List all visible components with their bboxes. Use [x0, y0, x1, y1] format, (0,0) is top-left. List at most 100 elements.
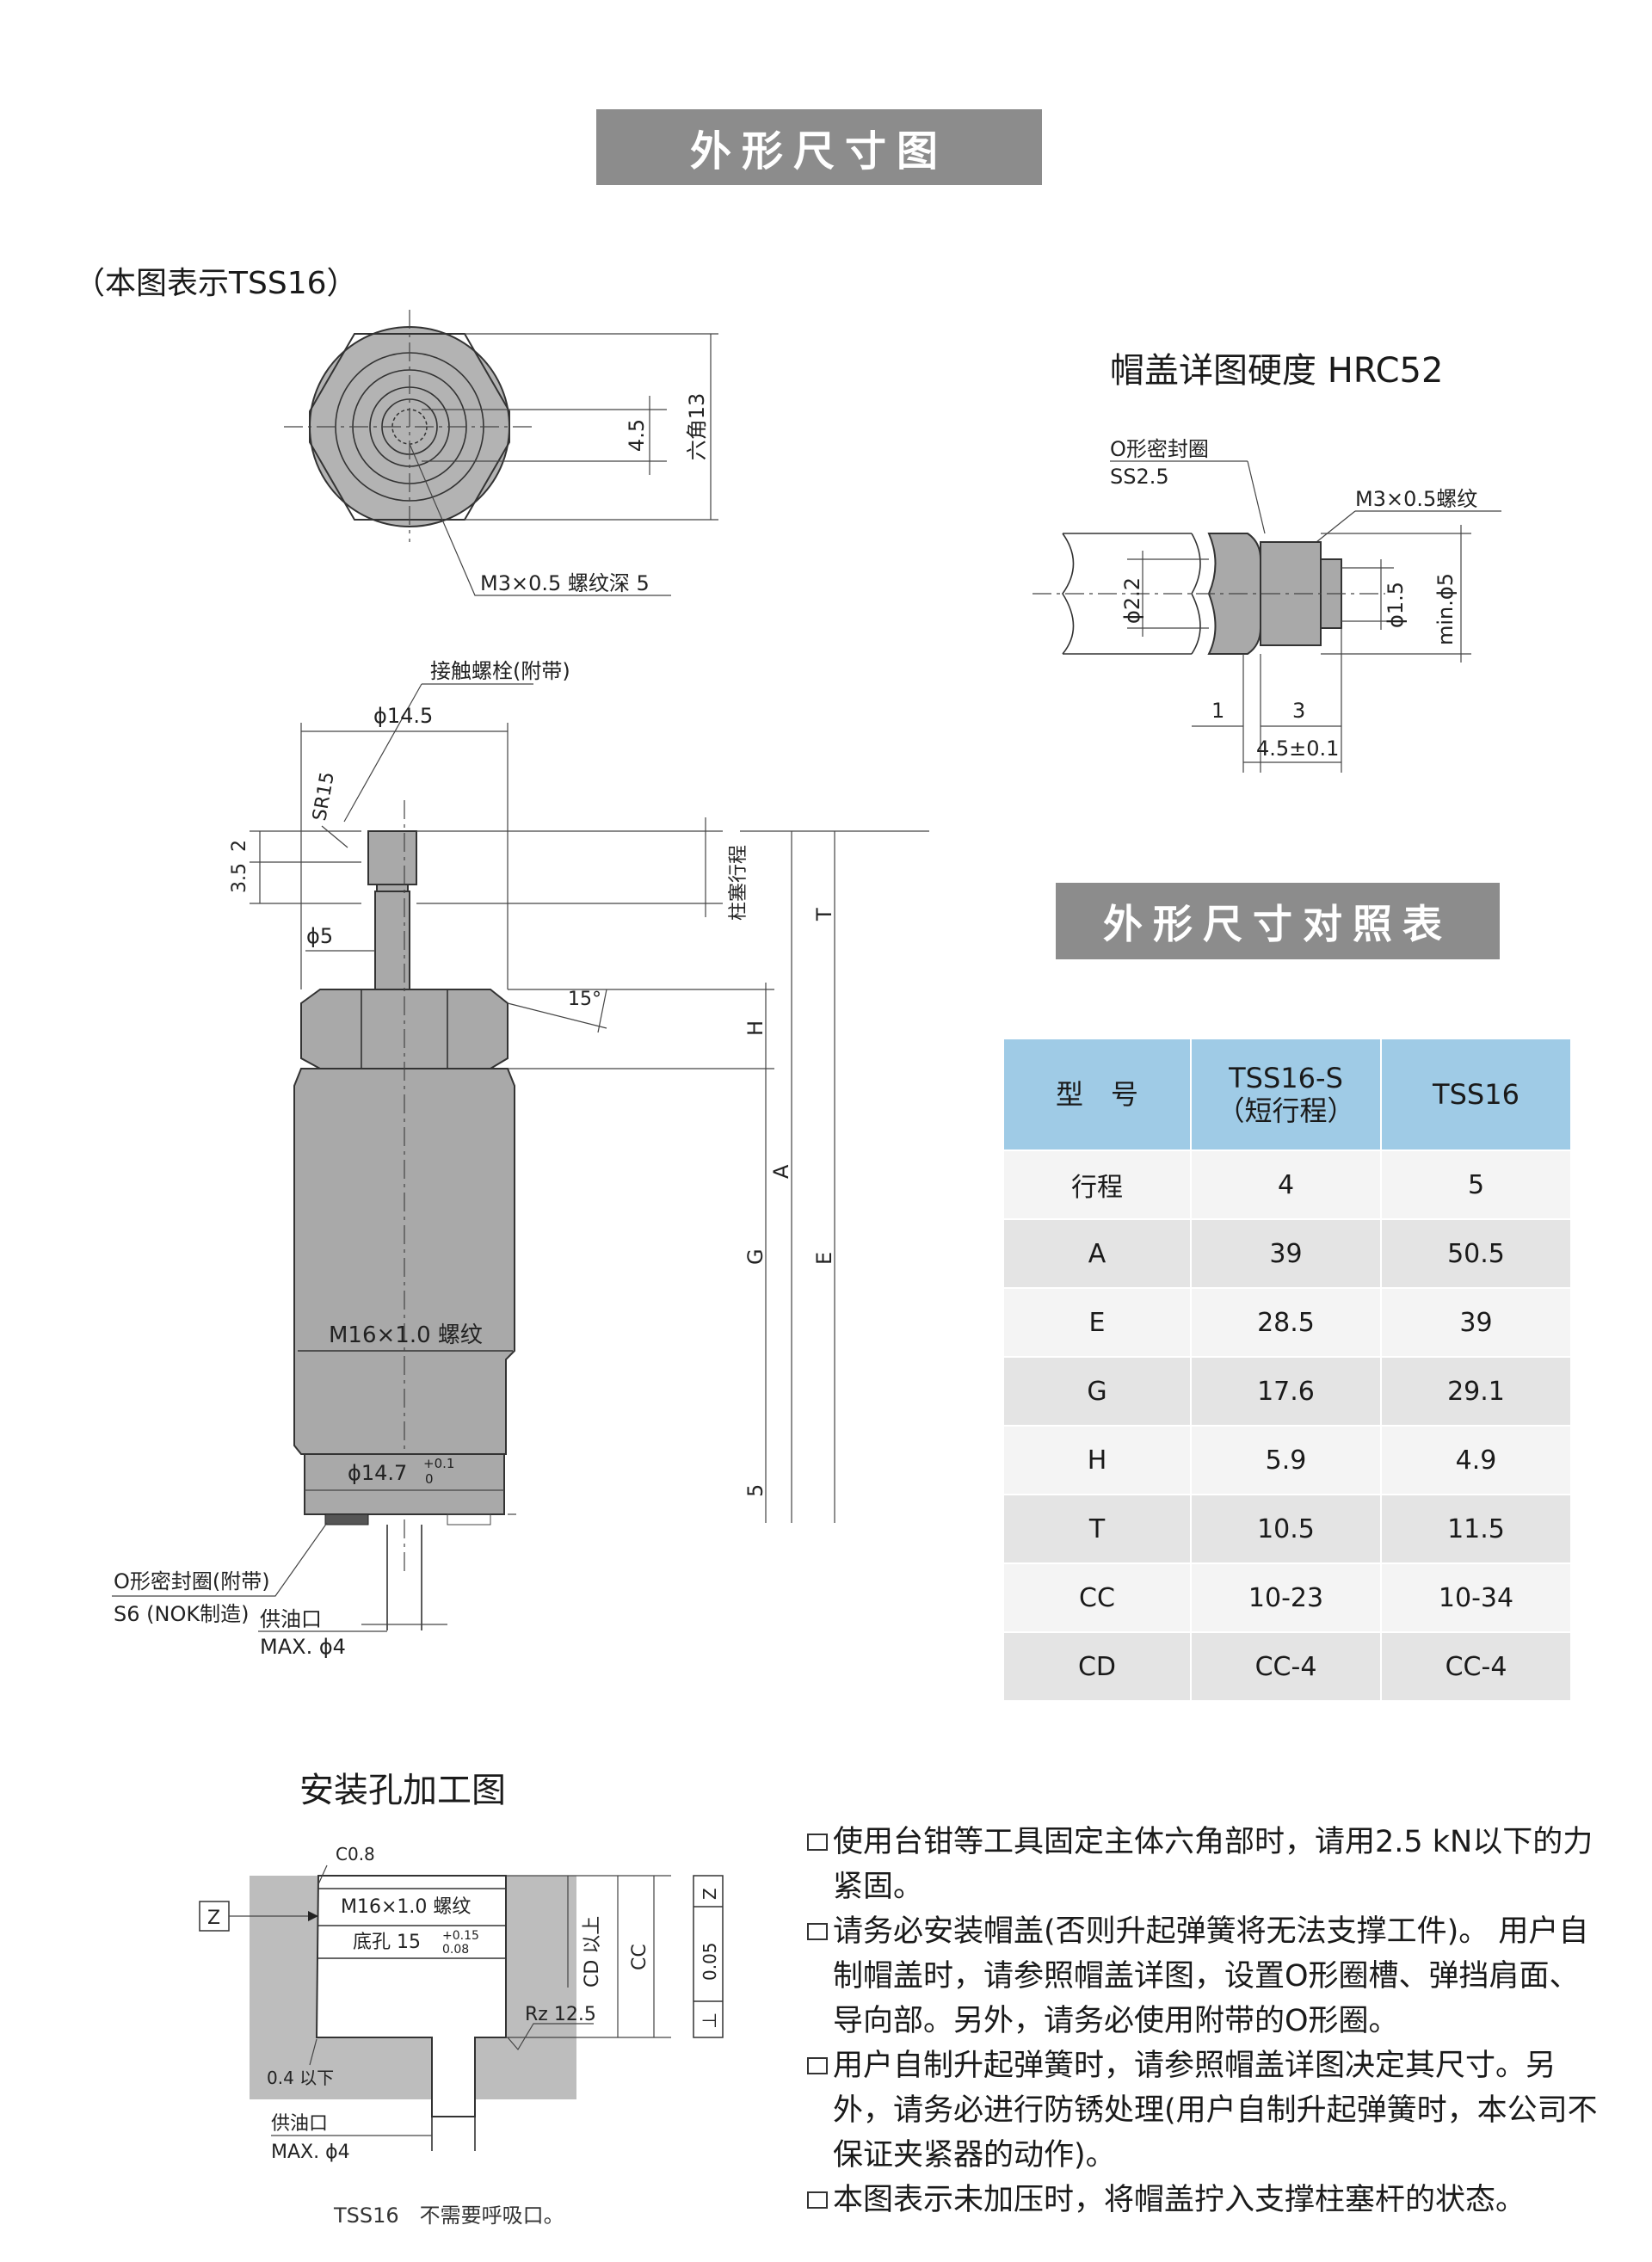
cell: 39	[1380, 1287, 1572, 1358]
note-text: 使用台钳等工具固定主体六角部时，请用2.5 kN以下的力紧固。	[833, 1825, 1593, 1904]
dim-t-label: T	[812, 908, 836, 921]
main-thread-label: M16×1.0 螺纹	[329, 1322, 483, 1348]
checkbox-square-icon	[807, 2191, 828, 2209]
install-hole-drawing: C0.8 Z M16×1.0 螺纹 底孔 15 +0.15 0.08 CD 以上…	[199, 1844, 724, 2163]
cell: 5	[1380, 1149, 1572, 1220]
install-hole-title: 安装孔加工图	[299, 1771, 506, 1810]
install-z2: Z	[700, 1888, 720, 1900]
cell: CC	[1002, 1562, 1192, 1633]
note-text: 本图表示未加压时，将帽盖拧入支撑柱塞杆的状态。	[833, 2183, 1526, 2217]
install-supply-1: 供油口	[271, 2113, 328, 2135]
cell: 39	[1190, 1218, 1382, 1289]
datum-z-box	[199, 1901, 230, 1932]
bottom-collar	[304, 1453, 505, 1515]
header-tss16s-name: TSS16-S	[1229, 1061, 1343, 1094]
cap-detail-drawing: O形密封圈 SS2.5 M3×0.5螺纹 ϕ2.2 ϕ1.5 min.ϕ5 1 …	[1032, 437, 1501, 773]
cell: 10.5	[1190, 1494, 1382, 1564]
cell: H	[1002, 1425, 1192, 1495]
checkbox-square-icon	[807, 2057, 828, 2074]
dim-h-label: H	[743, 1020, 767, 1036]
top-view-hexagon	[309, 333, 510, 521]
install-cc: CC	[629, 1944, 650, 1970]
cap-dim-3: 3	[1292, 699, 1305, 723]
dim-e-label: E	[812, 1252, 836, 1265]
install-bh-lower: 0.08	[442, 1943, 469, 1957]
top-view-dim-4-5: 4.5	[625, 419, 649, 452]
cap-phi-1-5: ϕ1.5	[1384, 582, 1408, 628]
cap-oring-label-2: SS2.5	[1110, 465, 1169, 489]
table-header-row: 型 号 TSS16-S（短行程） TSS16	[1002, 1038, 1572, 1151]
note-item: 用户自制升起弹簧时，请参照帽盖详图决定其尺寸。另外，请务必进行防锈处理(用户自制…	[807, 2043, 1607, 2178]
cell: 4.9	[1380, 1425, 1572, 1495]
cell: 28.5	[1190, 1287, 1382, 1358]
dim-a-label: A	[769, 1164, 793, 1179]
cap-phi-2-2: ϕ2.2	[1120, 577, 1144, 624]
oring-label-2: S6 (NOK制造)	[114, 1602, 249, 1626]
plunger-stroke-label: 柱塞行程	[728, 845, 749, 921]
install-bh-upper: +0.15	[442, 1929, 479, 1943]
install-tol: 0.05	[700, 1942, 720, 1981]
cell: G	[1002, 1356, 1192, 1427]
header-tss16s-sub: （短行程）	[1217, 1094, 1355, 1127]
header-tss16: TSS16	[1380, 1038, 1572, 1151]
cap-dim-1: 1	[1211, 699, 1224, 723]
cell: 4	[1190, 1149, 1382, 1220]
cell: CC-4	[1190, 1631, 1382, 1702]
top-view-drawing: 4.5 六角13 M3×0.5 螺纹深 5	[284, 310, 718, 596]
cell: 11.5	[1380, 1494, 1572, 1564]
install-supply-2: MAX. ϕ4	[271, 2142, 350, 2163]
cell: CD	[1002, 1631, 1192, 1702]
cell: E	[1002, 1287, 1192, 1358]
checkbox-square-icon	[807, 1834, 828, 1851]
contact-bolt	[367, 830, 417, 885]
contact-bolt-label: 接触螺栓(附带)	[430, 659, 570, 683]
supply-port-label-2: MAX. ϕ4	[260, 1635, 346, 1659]
datum-z: Z	[207, 1908, 220, 1929]
install-rz: Rz 12.5	[525, 2004, 596, 2025]
top-view-thread-label: M3×0.5 螺纹深 5	[480, 571, 650, 595]
dim-3-5-label: 3.5	[229, 863, 250, 893]
checkbox-square-icon	[807, 1923, 828, 1940]
cap-min-phi-5: min.ϕ5	[1433, 573, 1458, 645]
phi-14-7-lower: 0	[425, 1471, 434, 1487]
cell: 10-34	[1380, 1562, 1572, 1633]
dim-g-label: G	[743, 1248, 767, 1265]
section-title-dimensions: 外形尺寸图	[596, 109, 1042, 185]
dim-2-label: 2	[229, 840, 250, 852]
phi-14-5-label: ϕ14.5	[373, 704, 433, 728]
cell: CC-4	[1380, 1631, 1572, 1702]
notes-list: 使用台钳等工具固定主体六角部时，请用2.5 kN以下的力紧固。 请务必安装帽盖(…	[807, 1820, 1607, 2222]
dim-a-line: A	[769, 831, 793, 1523]
phi-14-7-upper: +0.1	[423, 1456, 454, 1471]
tss16-note: TSS16 不需要呼吸口。	[334, 2203, 564, 2228]
note-text: 用户自制升起弹簧时，请参照帽盖详图决定其尺寸。另外，请务必进行防锈处理(用户自制…	[833, 2049, 1598, 2173]
cell: A	[1002, 1218, 1192, 1289]
drawing-note: （本图表示TSS16）	[74, 266, 358, 301]
oring-label-1: O形密封圈(附带)	[114, 1569, 270, 1593]
cell: T	[1002, 1494, 1192, 1564]
note-item: 使用台钳等工具固定主体六角部时，请用2.5 kN以下的力紧固。	[807, 1820, 1607, 1909]
section-title-dimension-table: 外形尺寸对照表	[1056, 883, 1500, 959]
cap-detail-title: 帽盖详图硬度 HRC52	[1110, 351, 1444, 391]
top-view-dim-hex: 六角13	[685, 393, 709, 461]
install-le04: 0.4 以下	[267, 2068, 334, 2088]
cell: 50.5	[1380, 1218, 1572, 1289]
install-c08: C0.8	[336, 1844, 375, 1864]
cell: 29.1	[1380, 1356, 1572, 1427]
note-item: 本图表示未加压时，将帽盖拧入支撑柱塞杆的状态。	[807, 2178, 1607, 2222]
cell: 5.9	[1190, 1425, 1382, 1495]
install-cd: CD 以上	[582, 1916, 603, 1988]
cell: 10-23	[1190, 1562, 1382, 1633]
cap-oring-label-1: O形密封圈	[1110, 437, 1209, 461]
supply-port-label-1: 供油口	[260, 1607, 322, 1631]
phi-14-7-label: ϕ14.7	[348, 1461, 407, 1485]
note-item: 请务必安装帽盖(否则升起弹簧将无法支撑工件)。 用户自制帽盖时，请参照帽盖详图，…	[807, 1909, 1607, 2043]
